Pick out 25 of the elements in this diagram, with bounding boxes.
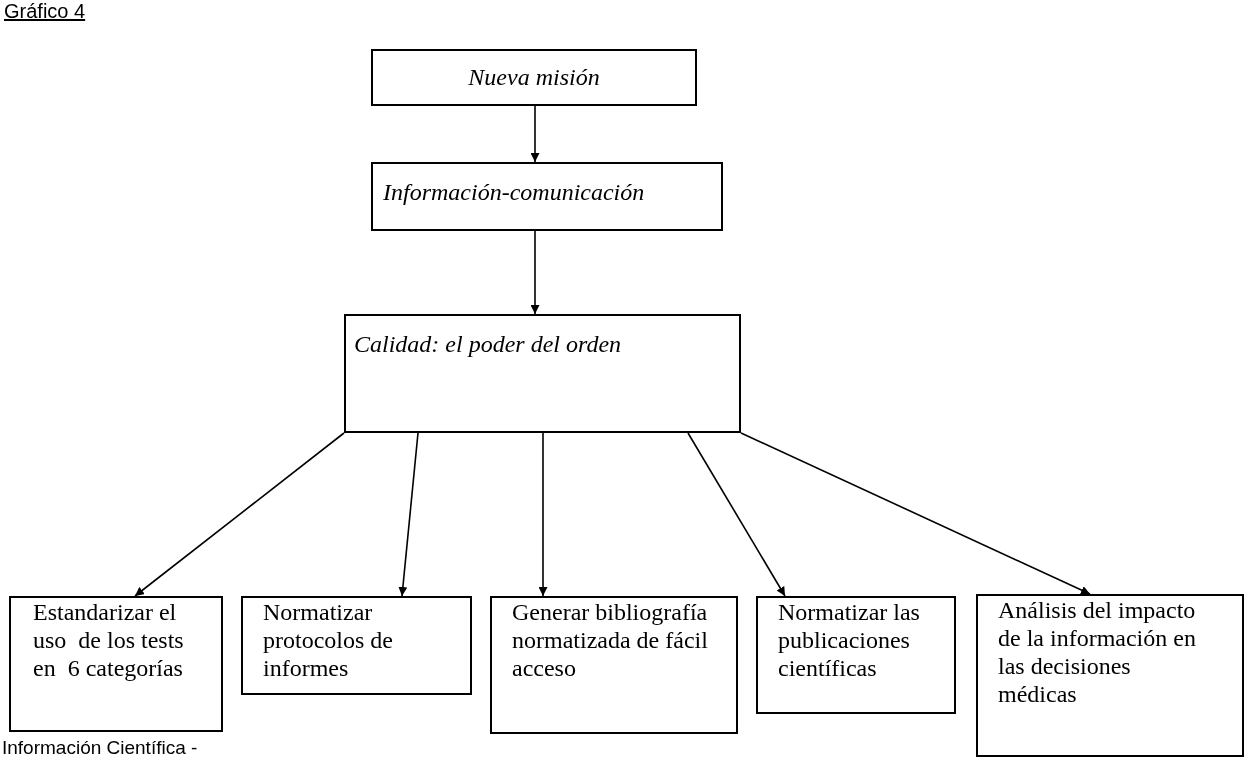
arrow [398, 432, 419, 597]
process-box [371, 162, 723, 231]
process-box [756, 596, 956, 714]
box-text: Información-comunicación [383, 178, 646, 206]
arrow [530, 105, 540, 163]
process-box [976, 594, 1244, 757]
box-text: Análisis del impacto de la información en las decisiones médicas [998, 596, 1197, 708]
figure-title: Gráfico 4 [4, 0, 86, 23]
arrow [687, 432, 786, 597]
box-text: Normatizar las publicaciones científicas [778, 598, 921, 682]
box-text: Generar bibliografía normatizada de fácil acceso [512, 598, 709, 682]
box-text: Normatizar protocolos de informes [263, 598, 394, 682]
arrow [740, 432, 1091, 595]
box-text: Calidad: el poder del orden [354, 330, 623, 358]
process-box [9, 596, 223, 732]
process-box [344, 314, 741, 433]
box-text: Estandarizar el uso de los tests en 6 categorías [33, 598, 185, 682]
arrow [538, 432, 548, 597]
footer-note: Información Científica - [2, 737, 198, 759]
box-text: Nueva misión [467, 63, 601, 91]
arrow [530, 230, 540, 315]
process-box [490, 596, 738, 734]
process-box [371, 49, 697, 106]
process-box [241, 596, 472, 695]
arrow [134, 432, 345, 597]
